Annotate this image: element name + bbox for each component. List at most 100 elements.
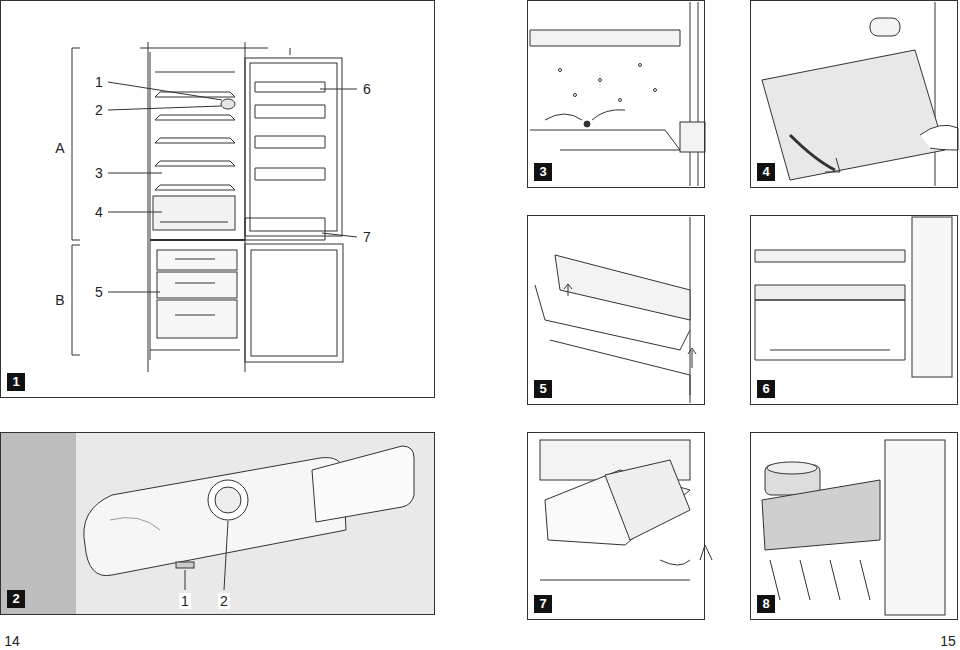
figure-panel: 1 <box>0 0 435 398</box>
shelf-drawing <box>619 99 622 102</box>
fridge-drawing <box>157 272 237 298</box>
fridge-drawing <box>155 138 235 143</box>
shelf-drawing <box>530 2 705 186</box>
fridge-drawing <box>250 63 337 231</box>
bracket <box>72 48 80 355</box>
glass-shelf-drawing <box>790 135 835 170</box>
freezer-drawing <box>770 560 870 600</box>
figure-panel: 6 <box>750 215 958 405</box>
fridge-drawing <box>155 161 235 166</box>
leader-line <box>108 173 162 174</box>
lamp-drawing <box>176 562 194 568</box>
leader-line <box>320 89 357 90</box>
figure-panel: 4 <box>750 0 958 188</box>
drawer-drawing <box>755 250 905 262</box>
door-shelf-drawing <box>688 348 696 368</box>
fridge-drawing <box>155 92 235 97</box>
panel-number: 6 <box>757 380 775 398</box>
fridge-drawing <box>140 48 268 49</box>
glass-shelf-drawing <box>762 2 958 186</box>
figure-panel: 3 <box>527 0 705 188</box>
lamp-drawing <box>84 458 346 576</box>
drawer-drawing <box>660 560 690 565</box>
freezer-drawing <box>885 440 945 615</box>
lamp-drawing <box>1 433 434 614</box>
drawer-drawing <box>755 217 952 377</box>
fridge-drawing <box>255 82 325 92</box>
lamp-drawing <box>208 480 248 520</box>
figure-panel: 7 <box>527 432 705 620</box>
callout-number: 2 <box>93 102 105 118</box>
freezer-drawing <box>767 462 817 474</box>
fridge-drawing <box>251 250 337 356</box>
fridge-drawing <box>175 259 215 260</box>
callout-number: 7 <box>361 229 373 245</box>
callout-number: 6 <box>361 81 373 97</box>
callout-number: 1 <box>179 593 191 609</box>
door-shelf-drawing <box>564 284 572 296</box>
bracket <box>72 48 80 240</box>
lamp-drawing <box>1 433 434 614</box>
lamp-drawing <box>215 487 241 513</box>
shelf-drawing <box>680 122 705 152</box>
fridge-drawing <box>245 218 325 240</box>
callout-number: 5 <box>93 284 105 300</box>
door-shelf-drawing <box>550 340 690 395</box>
fridge-drawing <box>148 42 149 372</box>
fridge-drawing <box>290 48 291 55</box>
lamp-drawing <box>1 433 76 614</box>
shelf-drawing <box>592 110 625 120</box>
callout-number: 4 <box>93 204 105 220</box>
panel-number: 7 <box>534 595 552 613</box>
callout-number: 1 <box>93 74 105 90</box>
page-number: 15 <box>938 633 958 649</box>
drawer-drawing <box>540 440 712 580</box>
fridge-drawing <box>245 244 343 362</box>
figure-panel: 8 <box>750 432 958 620</box>
freezer-drawing <box>762 440 945 615</box>
shelf-drawing <box>584 121 590 127</box>
fridge-drawing <box>175 315 215 316</box>
fridge-drawing <box>150 52 151 360</box>
fridge-drawing <box>155 115 235 120</box>
panel-number: 1 <box>7 373 25 391</box>
door-shelf-drawing <box>535 285 690 350</box>
drawer-drawing <box>605 460 690 540</box>
shelf-drawing <box>654 89 657 92</box>
lamp-drawing <box>312 446 414 522</box>
callout-number: B <box>53 292 66 308</box>
shelf-drawing <box>545 114 582 120</box>
glass-shelf-drawing <box>870 18 900 36</box>
callout-number: 2 <box>218 593 230 609</box>
fridge-drawing <box>157 250 237 270</box>
panel-number: 5 <box>534 380 552 398</box>
lamp-drawing <box>185 570 186 590</box>
leader-line <box>108 82 357 292</box>
glass-shelf-drawing <box>825 158 840 172</box>
shelf-drawing <box>639 64 642 67</box>
fridge-drawing <box>150 239 245 241</box>
lamp-drawing <box>110 518 160 530</box>
shelf-drawing <box>559 69 562 72</box>
panel-number: 4 <box>757 163 775 181</box>
leader-line <box>108 82 222 100</box>
freezer-drawing <box>762 480 880 550</box>
drawer-drawing <box>912 217 952 377</box>
fridge-drawing <box>157 300 237 338</box>
fridge-drawing <box>255 136 325 148</box>
fridge-drawing <box>221 99 235 109</box>
drawer-drawing <box>770 350 890 351</box>
page-number: 14 <box>2 633 22 649</box>
fridge-drawing <box>255 168 325 180</box>
drawer-drawing <box>700 545 712 560</box>
glass-shelf-drawing <box>762 50 945 180</box>
figure-panel: 2 <box>0 432 435 615</box>
leader-line <box>322 233 357 237</box>
shelf-drawing <box>599 79 602 82</box>
glass-shelf-drawing <box>935 2 936 186</box>
figure-panel: 5 <box>527 215 705 405</box>
fridge-drawing <box>245 58 342 236</box>
lamp-drawing <box>224 521 228 590</box>
glass-shelf-drawing <box>920 125 958 150</box>
